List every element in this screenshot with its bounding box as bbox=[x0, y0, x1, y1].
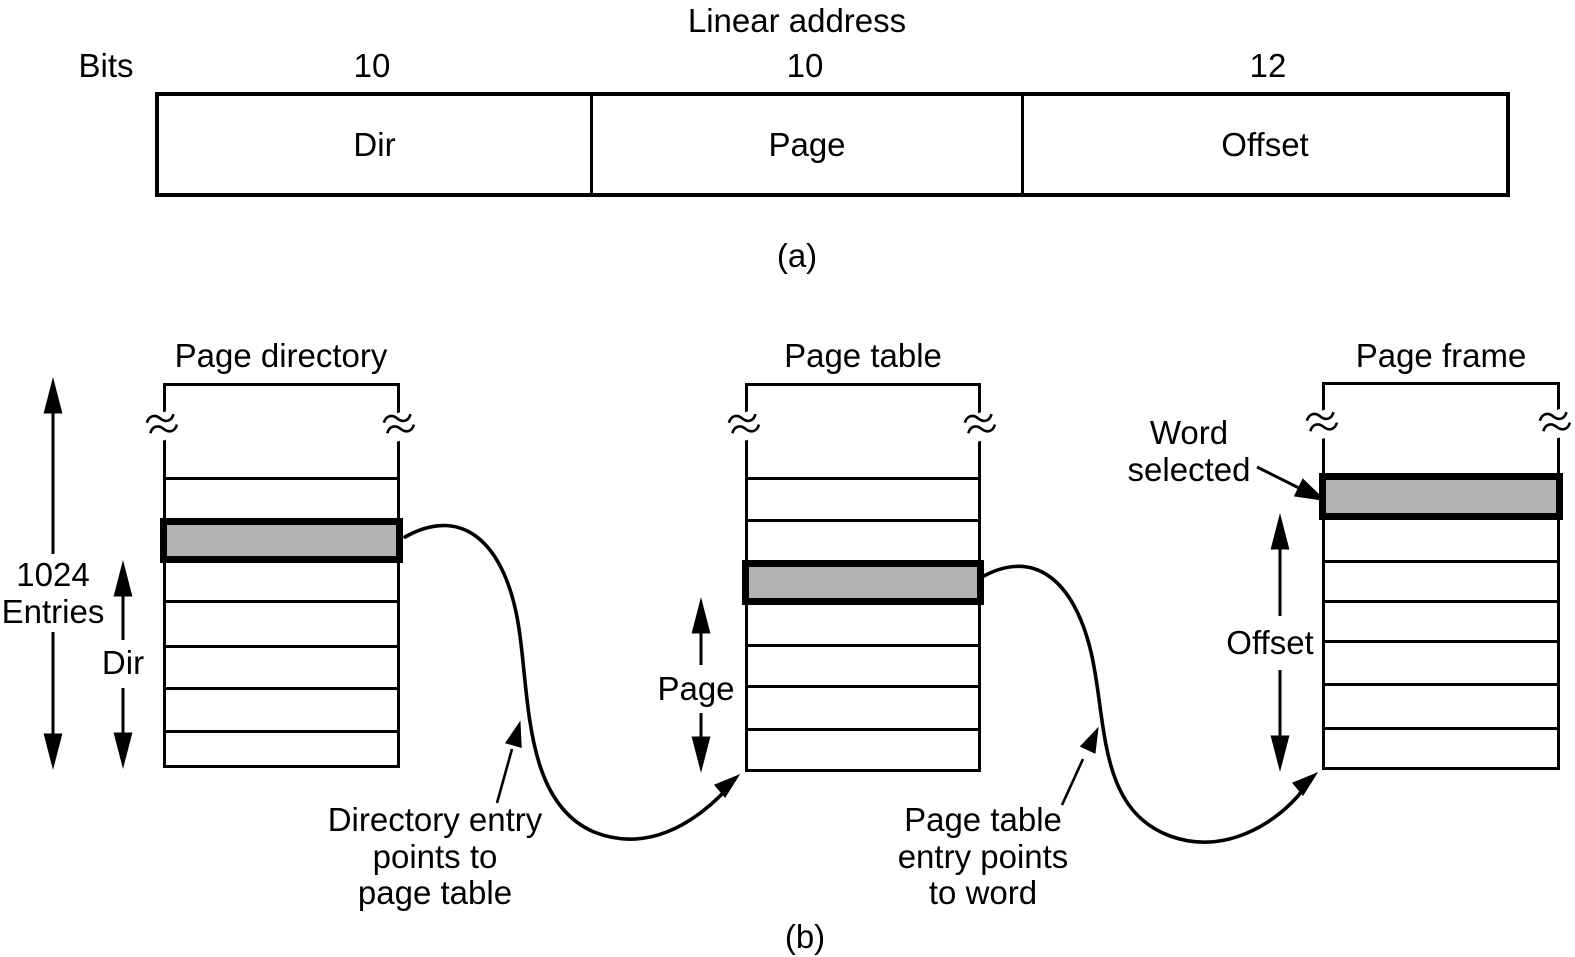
directory-entry-note-line2: points to bbox=[372, 837, 498, 875]
selected-page-table-entry bbox=[742, 560, 984, 605]
table-row bbox=[748, 644, 978, 685]
page-table-entry-note-line3: to word bbox=[928, 874, 1038, 911]
table-row bbox=[748, 605, 978, 644]
entries-count-word: Entries bbox=[1, 592, 105, 630]
table-row bbox=[1325, 683, 1557, 727]
word-selected-label: Word selected bbox=[1127, 414, 1251, 488]
directory-entry-note: Directory entry points to page table bbox=[327, 801, 543, 912]
table-row bbox=[166, 477, 397, 518]
entries-count-value: 1024 bbox=[16, 556, 90, 593]
table-row bbox=[166, 563, 397, 600]
address-field-dir: Dir bbox=[353, 125, 396, 163]
page-directory-table bbox=[160, 383, 403, 768]
address-field-page: Page bbox=[590, 96, 1021, 193]
page-directory-title: Page directory bbox=[174, 336, 388, 374]
table-row bbox=[1325, 560, 1557, 600]
page-bit-width: 10 bbox=[786, 46, 824, 84]
selected-directory-entry bbox=[160, 518, 403, 563]
selected-word-row bbox=[1319, 473, 1563, 520]
address-field-offset: Offset bbox=[1021, 96, 1506, 193]
offset-span-label: Offset bbox=[1226, 623, 1314, 661]
word-selected-line1: Word bbox=[1149, 414, 1229, 451]
page-table-table bbox=[742, 383, 984, 772]
linear-address-title: Linear address bbox=[687, 1, 907, 39]
table-row bbox=[166, 600, 397, 645]
dir-span-label: Dir bbox=[101, 643, 145, 681]
bits-label: Bits bbox=[78, 46, 134, 84]
page-table-entry-note-line1: Page table bbox=[904, 801, 1062, 838]
entries-count-label: 1024 Entries bbox=[1, 556, 105, 630]
table-row bbox=[166, 645, 397, 687]
word-selected-arrow bbox=[1256, 465, 1327, 502]
table-row bbox=[1325, 640, 1557, 683]
page-table-title: Page table bbox=[784, 336, 942, 374]
table-row bbox=[748, 728, 978, 769]
word-selected-line2: selected bbox=[1127, 450, 1251, 488]
page-table-note-pointer-arrow bbox=[1060, 726, 1099, 806]
offset-bit-width: 12 bbox=[1249, 46, 1287, 84]
table-row bbox=[748, 477, 978, 519]
page-table-entry-note-line2: entry points bbox=[897, 837, 1069, 875]
directory-note-pointer-arrow bbox=[495, 720, 522, 804]
table-row bbox=[166, 730, 397, 765]
directory-entry-note-line3: page table bbox=[357, 874, 513, 911]
table-row bbox=[1325, 520, 1557, 560]
linear-address-box: Dir Page Offset bbox=[155, 92, 1510, 197]
page-frame-title: Page frame bbox=[1355, 336, 1527, 374]
caption-b: (b) bbox=[784, 917, 826, 955]
page-frame-table bbox=[1319, 382, 1563, 770]
table-row bbox=[748, 685, 978, 728]
caption-a: (a) bbox=[776, 236, 818, 274]
table-row bbox=[1325, 385, 1557, 473]
directory-entry-note-line1: Directory entry bbox=[327, 801, 543, 838]
table-row bbox=[1325, 727, 1557, 767]
page-span-label: Page bbox=[657, 669, 735, 707]
table-row bbox=[1325, 600, 1557, 640]
dir-bit-width: 10 bbox=[353, 46, 391, 84]
table-row bbox=[748, 519, 978, 560]
table-row bbox=[166, 687, 397, 730]
table-row bbox=[166, 386, 397, 477]
table-row bbox=[748, 386, 978, 477]
page-table-entry-note: Page table entry points to word bbox=[897, 801, 1069, 912]
